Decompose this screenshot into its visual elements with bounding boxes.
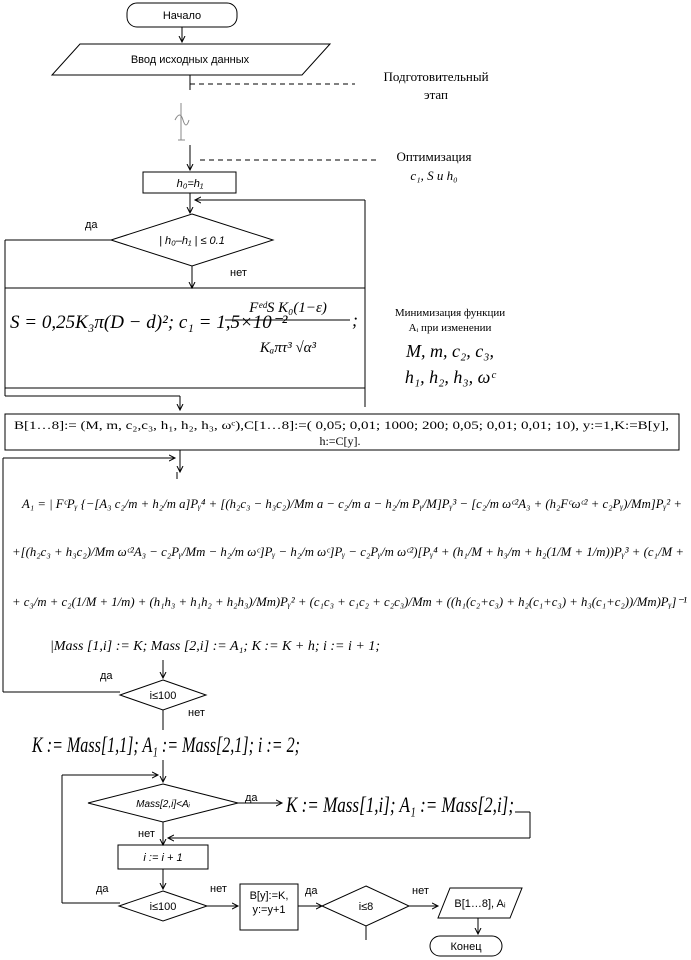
output-label: B[1…8], Aᵢ xyxy=(454,898,506,910)
a1-line-2: +[(h₂c₃ + h₃c₂)/Mm ωᶜ²A₃ − c₂Pᵧ/Mm − h₂/… xyxy=(12,544,684,559)
k-init: K := Mass[1,1]; A₁ := Mass[2,1]; i := 2; xyxy=(31,732,300,757)
end-label: Конец xyxy=(450,941,482,953)
cond-h-label: | h₀–h₁ | ≤ 0.1 xyxy=(159,235,225,247)
opt-note-1: Оптимизация xyxy=(397,149,472,164)
cond-8-label: i≤8 xyxy=(359,901,374,913)
mass-line: |Mass [1,i] := K; Mass [2,i] := A₁; K :=… xyxy=(50,639,380,654)
cond-100-b-diamond xyxy=(117,890,209,922)
yes-label: да xyxy=(100,670,113,682)
incr-label: i := i + 1 xyxy=(143,852,182,864)
min-note-4: h₁, h₂, h₃, ωᶜ xyxy=(405,367,496,387)
min-note-2: Aᵢ при изменении xyxy=(409,322,492,334)
min-note-3: M, m, c₂, c₃, xyxy=(405,341,494,361)
s-formula-box xyxy=(4,287,366,389)
yes-label: да xyxy=(245,792,258,804)
start-label: Начало xyxy=(163,10,201,22)
no-label: нет xyxy=(412,885,429,897)
output-block xyxy=(437,887,523,919)
no-label: нет xyxy=(188,707,205,719)
byk-label-2: y:=y+1 xyxy=(252,904,285,916)
byk-block xyxy=(239,883,299,931)
prep-note-1: Подготовительный xyxy=(383,69,488,84)
byk-label-1: B[y]:=K, xyxy=(250,890,289,902)
min-note-1: Минимизация функции xyxy=(395,307,505,319)
yes-label: да xyxy=(85,219,98,231)
a1-line-3: + c₃/m + c₂(1/M + 1/m) + (h₁h₃ + h₁h₂ + … xyxy=(12,594,687,609)
k-update: K := Mass[1,i]; A₁ := Mass[2,i]; xyxy=(285,792,514,817)
init-box xyxy=(4,413,680,451)
s-frac-den: Kₐπτ³ √α³ xyxy=(259,340,317,356)
cond-100-a-label: i≤100 xyxy=(150,690,177,702)
cond-mass-label: Mass[2,i]<Aᵢ xyxy=(136,799,191,810)
end-block xyxy=(429,935,503,957)
s-formula: S = 0,25K₃π(D − d)²; c₁ = 1,5×10⁻² xyxy=(10,312,288,333)
input-label: Ввод исходных данных xyxy=(131,54,250,66)
prep-note-2: этап xyxy=(424,87,448,102)
no-label: нет xyxy=(230,267,247,279)
s-frac-semicolon: ; xyxy=(352,310,358,330)
init-line-2: h:=C[y]. xyxy=(319,434,360,448)
a1-line-1: A₁ = | FᶜPᵧ {−[A₃ c₂/m + h₂/m a]Pᵧ⁴ + [(… xyxy=(21,496,682,511)
init-line-1: B[1…8]:= (M, m, c₂,c₃, h₁, h₂, h₃, ωᶜ),C… xyxy=(14,418,669,432)
yes-label: да xyxy=(305,885,318,897)
opt-note-2: c₁, S и h₀ xyxy=(410,168,457,183)
no-label: нет xyxy=(138,828,155,840)
cond-100-b-label: i≤100 xyxy=(150,901,177,913)
s-frac-num: FᵉᵈS K₀(1−ε) xyxy=(248,300,327,316)
input-block xyxy=(50,43,332,76)
yes-label: да xyxy=(96,883,109,895)
h0h1-label: h₀=h₁ xyxy=(177,178,204,190)
no-label: нет xyxy=(210,883,227,895)
